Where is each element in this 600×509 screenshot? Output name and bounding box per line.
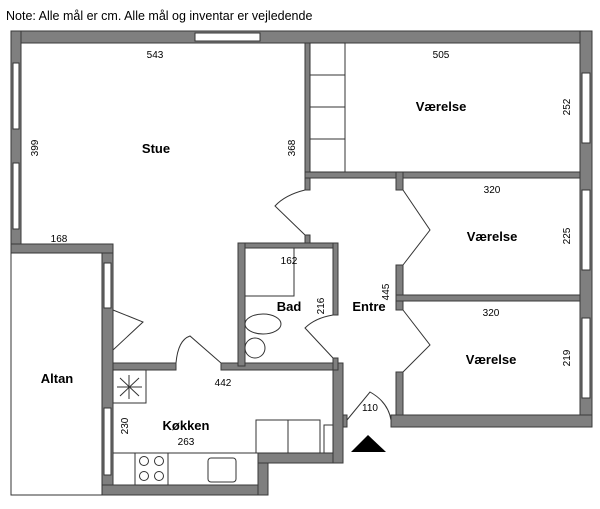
altan-outline (10, 252, 103, 496)
dim-vaerelse-2-height: 225 (562, 227, 573, 244)
walls (10, 30, 593, 496)
kitchen-sink-icon (207, 457, 237, 483)
room-label-altan: Altan (41, 371, 74, 386)
room-label-koekken: Køkken (163, 418, 210, 433)
windows (12, 32, 591, 476)
dim-stue-height2: 368 (287, 139, 298, 156)
room-label-stue: Stue (142, 141, 170, 156)
dim-vaerelse-2-width: 320 (484, 185, 501, 196)
dim-vaerelse-1-height: 252 (562, 98, 573, 115)
dim-stue-bottom: 168 (51, 234, 68, 245)
dim-stue-height: 399 (30, 139, 41, 156)
dim-koekken-height: 230 (120, 417, 131, 434)
room-label-entre: Entre (352, 299, 385, 314)
room-label-vaerelse-2: Værelse (467, 229, 518, 244)
dim-bad-height: 216 (316, 297, 327, 314)
sink-icon (244, 337, 266, 359)
dim-stue-width: 543 (147, 50, 164, 61)
stove-icon (134, 452, 169, 486)
dim-vaerelse-3-height: 219 (562, 349, 573, 366)
radiator-icon (323, 424, 334, 454)
toilet-icon (244, 313, 282, 335)
room-label-vaerelse-3: Værelse (466, 352, 517, 367)
room-label-vaerelse-1: Værelse (416, 99, 467, 114)
dim-bad-width: 162 (281, 256, 298, 267)
fan-icon (112, 369, 147, 404)
kitchen-fixtures (112, 369, 334, 486)
dim-entre-height: 445 (381, 283, 392, 300)
dim-vaerelse-1-width: 505 (433, 50, 450, 61)
dim-entre-door: 110 (362, 403, 378, 414)
bathroom-fixtures (244, 248, 295, 359)
doors (112, 189, 431, 421)
entrance-marker-icon (351, 435, 386, 452)
dim-vaerelse-3-width: 320 (483, 308, 500, 319)
room-label-bad: Bad (277, 299, 302, 314)
dim-koekken-width: 442 (215, 378, 232, 389)
dim-koekken-depth: 263 (178, 437, 195, 448)
closets (309, 42, 346, 173)
disclaimer-note: Note: Alle mål er cm. Alle mål og invent… (6, 9, 313, 23)
